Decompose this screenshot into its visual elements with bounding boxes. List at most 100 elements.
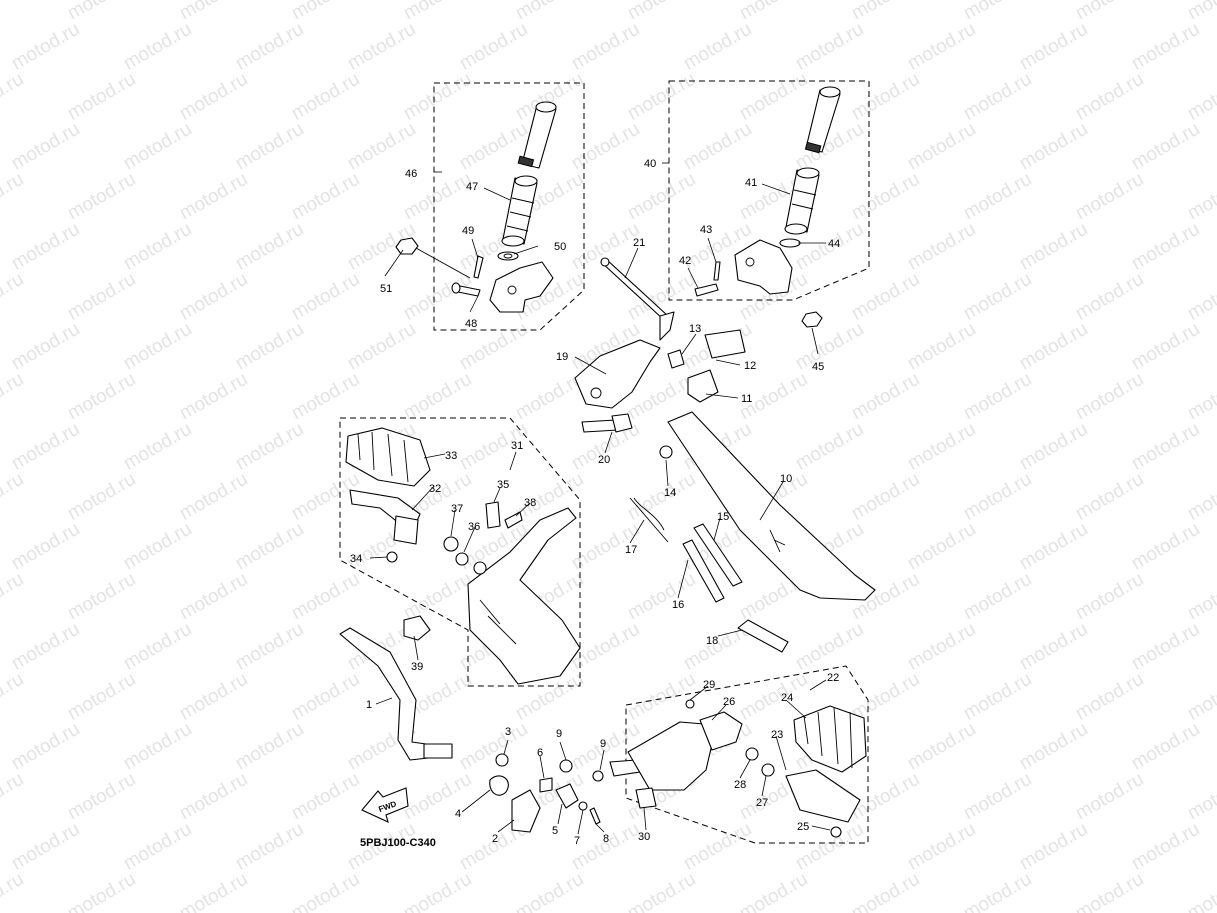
callout-2: 2 [492, 833, 498, 845]
watermark-text: motod.ru [1184, 669, 1217, 725]
callout-34: 34 [350, 553, 362, 565]
group-box-46 [433, 82, 585, 331]
watermark-text: motod.ru [736, 0, 811, 24]
watermark-text: motod.ru [176, 69, 251, 125]
watermark-text: motod.ru [64, 169, 139, 225]
watermark-text: motod.ru [1128, 519, 1203, 575]
watermark-text: motod.ru [400, 869, 475, 913]
watermark-text: motod.ru [1184, 269, 1217, 325]
watermark-text: motod.ru [1016, 719, 1091, 775]
callout-33: 33 [445, 450, 457, 462]
watermark-text: motod.ru [848, 0, 923, 24]
watermark-text: motod.ru [288, 769, 363, 825]
watermark-text: motod.ru [624, 469, 699, 525]
watermark-text: motod.ru [400, 0, 475, 24]
watermark-text: motod.ru [288, 269, 363, 325]
callout-49: 49 [462, 225, 474, 237]
watermark-text: motod.ru [960, 469, 1035, 525]
watermark-text: motod.ru [456, 19, 531, 75]
callout-45: 45 [812, 361, 824, 373]
watermark-text: motod.ru [64, 669, 139, 725]
watermark-text: motod.ru [288, 869, 363, 913]
callout-43: 43 [700, 224, 712, 236]
watermark-text: motod.ru [848, 769, 923, 825]
callout-1: 1 [366, 699, 372, 711]
watermark-text: motod.ru [624, 169, 699, 225]
watermark-text: motod.ru [232, 419, 307, 475]
watermark-text: motod.ru [1072, 69, 1147, 125]
watermark-text: motod.ru [176, 869, 251, 913]
watermark-text: motod.ru [1128, 719, 1203, 775]
watermark-text: motod.ru [456, 719, 531, 775]
watermark-text: motod.ru [792, 619, 867, 675]
watermark-text: motod.ru [0, 669, 27, 725]
watermark-text: motod.ru [8, 719, 83, 775]
watermark-text: motod.ru [0, 469, 27, 525]
watermark-text: motod.ru [288, 369, 363, 425]
watermark-text: motod.ru [1072, 569, 1147, 625]
watermark-text: motod.ru [1184, 369, 1217, 425]
watermark-text: motod.ru [624, 669, 699, 725]
watermark-text: motod.ru [904, 119, 979, 175]
watermark-text: motod.ru [1072, 0, 1147, 24]
watermark-text: motod.ru [848, 869, 923, 913]
watermark-text: motod.ru [64, 569, 139, 625]
watermark-text: motod.ru [8, 219, 83, 275]
watermark-text: motod.ru [960, 369, 1035, 425]
watermark-text: motod.ru [288, 0, 363, 24]
watermark-text: motod.ru [400, 769, 475, 825]
callout-19: 19 [556, 351, 568, 363]
watermark-text: motod.ru [0, 569, 27, 625]
watermark-text: motod.ru [8, 319, 83, 375]
watermark-text: motod.ru [1072, 669, 1147, 725]
watermark-text: motod.ru [344, 319, 419, 375]
watermark-text: motod.ru [624, 0, 699, 24]
callout-24: 24 [781, 692, 793, 704]
callout-6: 6 [537, 747, 543, 759]
part-group-2 [489, 753, 604, 833]
watermark-text: motod.ru [736, 69, 811, 125]
watermark-text: motod.ru [960, 769, 1035, 825]
watermark-text: motod.ru [8, 819, 83, 875]
watermark-text: motod.ru [232, 719, 307, 775]
watermark-text: motod.ru [120, 519, 195, 575]
callout-17: 17 [625, 544, 637, 556]
watermark-text: motod.ru [400, 569, 475, 625]
callout-14: 14 [664, 487, 676, 499]
watermark-text: motod.ru [0, 69, 27, 125]
watermark-text: motod.ru [344, 119, 419, 175]
watermark-text: motod.ru [736, 669, 811, 725]
watermark-text: motod.ru [960, 269, 1035, 325]
callout-38: 38 [524, 497, 536, 509]
watermark-text: motod.ru [1016, 419, 1091, 475]
watermark-text: motod.ru [0, 169, 27, 225]
watermark-text: motod.ru [0, 0, 27, 24]
callout-5: 5 [552, 825, 558, 837]
watermark-text: motod.ru [680, 819, 755, 875]
watermark-text: motod.ru [8, 419, 83, 475]
watermark-text: motod.ru [792, 419, 867, 475]
callout-10: 10 [780, 473, 792, 485]
watermark-text: motod.ru [176, 169, 251, 225]
callout-13: 13 [689, 323, 701, 335]
callout-20: 20 [598, 454, 610, 466]
part-group-bracket [467, 507, 581, 685]
callout-3: 3 [505, 726, 511, 738]
watermark-text: motod.ru [624, 569, 699, 625]
watermark-text: motod.ru [1184, 769, 1217, 825]
watermark-text: motod.ru [624, 869, 699, 913]
watermark-text: motod.ru [64, 69, 139, 125]
watermark-text: motod.ru [1128, 119, 1203, 175]
watermark-text: motod.ru [64, 469, 139, 525]
part-group-1 [339, 615, 453, 761]
watermark-text: motod.ru [736, 869, 811, 913]
watermark-text: motod.ru [176, 369, 251, 425]
watermark-text: motod.ru [1072, 769, 1147, 825]
watermark-text: motod.ru [1016, 619, 1091, 675]
callout-50: 50 [554, 241, 566, 253]
watermark-text: motod.ru [960, 0, 1035, 24]
watermark-text: motod.ru [624, 69, 699, 125]
watermark-text: motod.ru [904, 219, 979, 275]
diagram-code: 5PBJ100-C340 [360, 837, 436, 849]
watermark-text: motod.ru [288, 69, 363, 125]
